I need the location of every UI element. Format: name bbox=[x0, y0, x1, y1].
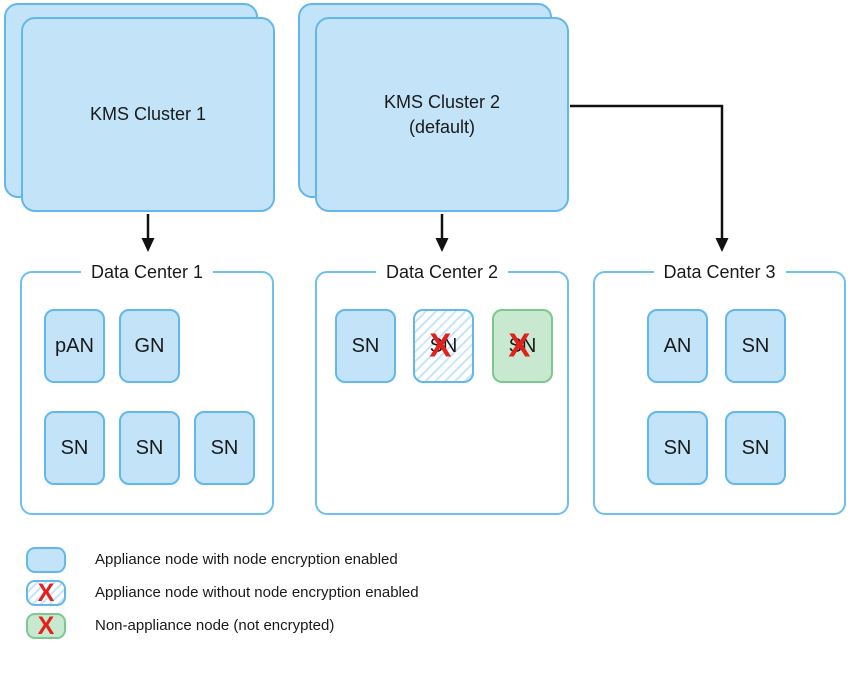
node-sn: SN bbox=[725, 309, 786, 383]
node-sn: SN bbox=[119, 411, 180, 485]
arrow-cluster1-to-dc1 bbox=[141, 214, 155, 252]
legend-label: Non-appliance node (not encrypted) bbox=[95, 617, 335, 634]
red-x-icon: X bbox=[37, 578, 55, 607]
red-x-icon: X bbox=[429, 326, 452, 364]
node-label: SN bbox=[135, 436, 164, 459]
red-x-icon: X bbox=[508, 326, 531, 364]
data-center-1: Data Center 1 pAN GN SN SN SN bbox=[20, 262, 274, 515]
red-x-icon: X bbox=[37, 611, 55, 640]
node-label: GN bbox=[134, 334, 165, 357]
kms-cluster-1-label: KMS Cluster 1 bbox=[89, 104, 207, 124]
kms-cluster-1-front-card: KMS Cluster 1 bbox=[21, 17, 275, 212]
node-label: SN bbox=[429, 334, 458, 357]
node-sn: SN bbox=[194, 411, 255, 485]
node-label: SN bbox=[741, 334, 770, 357]
node-sn-unencrypted-appliance: SN X bbox=[413, 309, 474, 383]
legend-row-unencrypted-appliance: X Appliance node without node encryption… bbox=[26, 580, 419, 606]
node-pan: pAN bbox=[44, 309, 105, 383]
data-center-1-title: Data Center 1 bbox=[80, 262, 214, 283]
kms-cluster-2-front-card: KMS Cluster 2 (default) bbox=[315, 17, 569, 212]
node-label: AN bbox=[663, 334, 692, 357]
node-label: SN bbox=[60, 436, 89, 459]
node-sn: SN bbox=[725, 411, 786, 485]
kms-cluster-2: KMS Cluster 2 (default) bbox=[298, 3, 569, 212]
kms-cluster-2-sublabel: (default) bbox=[408, 116, 476, 137]
unencrypted-appliance-swatch: X bbox=[26, 580, 66, 606]
node-label: SN bbox=[741, 436, 770, 459]
legend-row-encrypted: Appliance node with node encryption enab… bbox=[26, 547, 419, 573]
legend-label: Appliance node with node encryption enab… bbox=[95, 551, 398, 568]
data-center-2-title: Data Center 2 bbox=[375, 262, 509, 283]
node-label: SN bbox=[508, 334, 537, 357]
arrow-cluster2-to-dc3 bbox=[570, 104, 729, 252]
data-center-3-title: Data Center 3 bbox=[653, 262, 786, 283]
data-center-2: Data Center 2 SN SN X SN X bbox=[315, 262, 569, 515]
arrow-cluster2-to-dc2 bbox=[435, 214, 449, 252]
node-an: AN bbox=[647, 309, 708, 383]
node-label: SN bbox=[351, 334, 380, 357]
node-sn-non-appliance: SN X bbox=[492, 309, 553, 383]
legend: Appliance node with node encryption enab… bbox=[26, 547, 419, 639]
encrypted-node-swatch bbox=[26, 547, 66, 573]
legend-label: Appliance node without node encryption e… bbox=[95, 584, 419, 601]
non-appliance-swatch: X bbox=[26, 613, 66, 639]
kms-cluster-2-label: KMS Cluster 2 bbox=[383, 91, 501, 112]
node-sn: SN bbox=[44, 411, 105, 485]
data-center-3: Data Center 3 AN SN SN SN bbox=[593, 262, 846, 515]
node-label: SN bbox=[210, 436, 239, 459]
legend-row-non-appliance: X Non-appliance node (not encrypted) bbox=[26, 613, 419, 639]
kms-cluster-1: KMS Cluster 1 bbox=[4, 3, 275, 212]
node-gn: GN bbox=[119, 309, 180, 383]
node-label: SN bbox=[663, 436, 692, 459]
node-sn: SN bbox=[647, 411, 708, 485]
node-label: pAN bbox=[55, 334, 94, 357]
node-sn: SN bbox=[335, 309, 396, 383]
